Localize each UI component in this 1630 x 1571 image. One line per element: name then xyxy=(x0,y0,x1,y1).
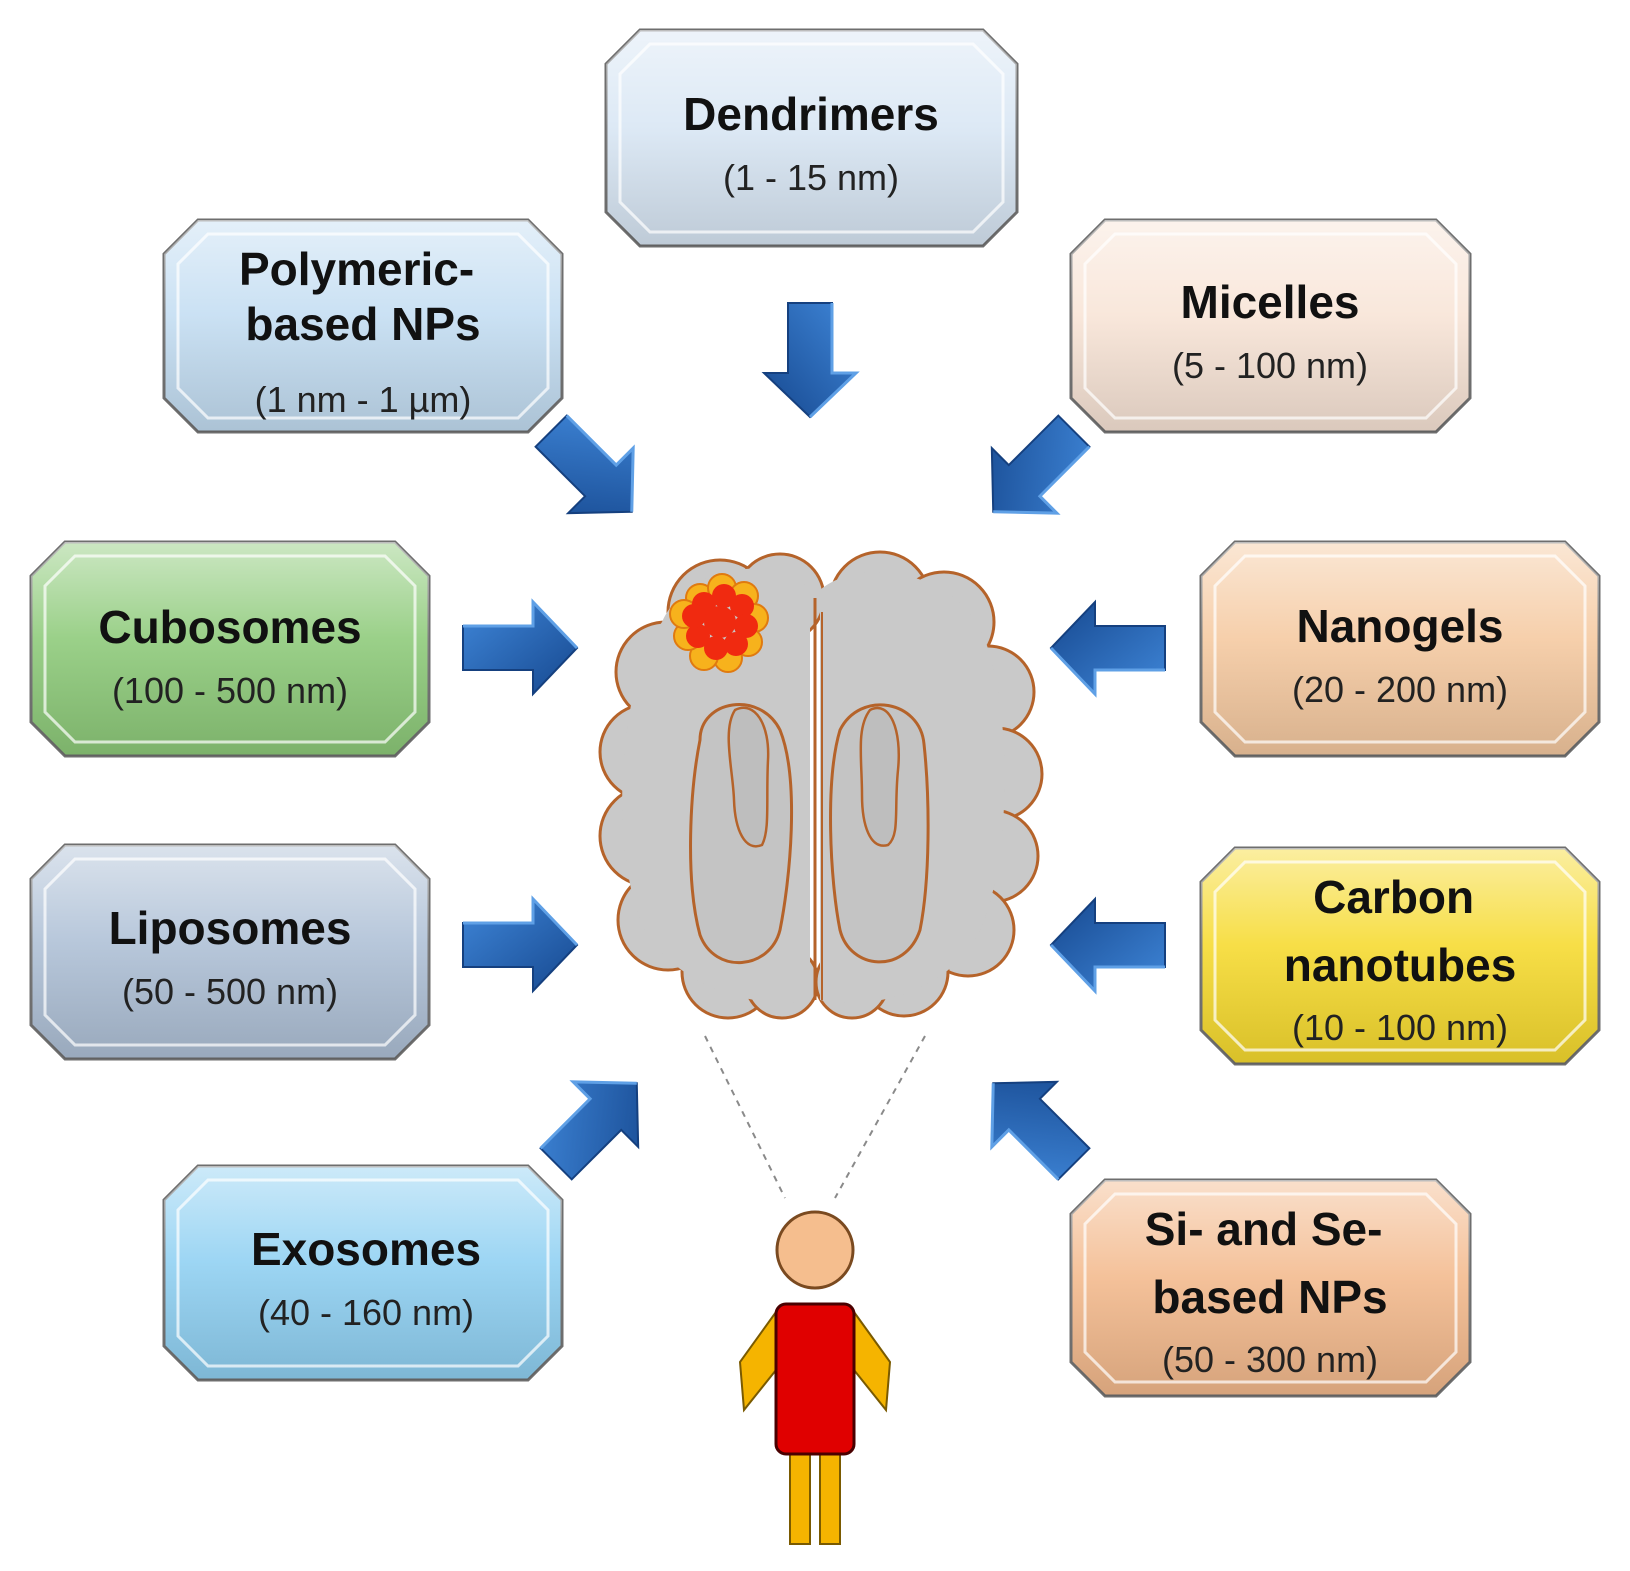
box-polymeric-title-line-1: Polymeric- xyxy=(239,243,474,295)
arrow-icon xyxy=(539,1080,640,1181)
box-liposomes-size: (50 - 500 nm) xyxy=(122,971,338,1012)
box-cubosomes-size: (100 - 500 nm) xyxy=(112,670,348,711)
box-liposomes: Liposomes (50 - 500 nm) xyxy=(29,843,431,1061)
box-cubosomes-title-line-1: Cubosomes xyxy=(98,601,361,653)
arrow-icon xyxy=(534,414,635,515)
box-carbon: Carbon nanotubes (10 - 100 nm) xyxy=(1199,846,1601,1066)
box-sise: Si- and Se- based NPs (50 - 300 nm) xyxy=(1069,1178,1472,1398)
arrow-icon xyxy=(990,1080,1091,1181)
box-sise-size: (50 - 300 nm) xyxy=(1162,1339,1378,1380)
box-polymeric-title-line-2: based NPs xyxy=(245,298,480,350)
box-micelles-title: Micelles xyxy=(1181,276,1360,328)
box-exosomes-title: Exosomes xyxy=(251,1223,481,1275)
box-micelles-title-line-1: Micelles xyxy=(1181,276,1360,328)
box-carbon-title-line-2: nanotubes xyxy=(1284,939,1517,991)
sight-line-right xyxy=(834,1035,926,1199)
box-polymeric-size: (1 nm - 1 µm) xyxy=(255,379,472,420)
box-dendrimers-title-line-1: Dendrimers xyxy=(683,88,939,140)
box-carbon-title: Carbon nanotubes xyxy=(1284,871,1517,991)
arrow-icon xyxy=(462,598,579,697)
arrow-icon xyxy=(1049,896,1166,995)
box-carbon-title-line-1: Carbon xyxy=(1313,871,1474,923)
arrow-icon xyxy=(1049,599,1166,698)
arrow-icon xyxy=(761,302,860,419)
arrow-icon xyxy=(990,414,1091,515)
box-micelles: Micelles (5 - 100 nm) xyxy=(1069,218,1472,434)
box-dendrimers: Dendrimers (1 - 15 nm) xyxy=(604,28,1019,248)
sight-line-left xyxy=(704,1035,786,1199)
box-dendrimers-title: Dendrimers xyxy=(683,88,939,140)
arrows xyxy=(462,302,1166,1181)
box-sise-title-line-2: based NPs xyxy=(1152,1271,1387,1323)
box-nanogels: Nanogels (20 - 200 nm) xyxy=(1199,540,1601,758)
box-exosomes: Exosomes (40 - 160 nm) xyxy=(162,1164,564,1382)
box-dendrimers-size: (1 - 15 nm) xyxy=(723,157,899,198)
box-carbon-size: (10 - 100 nm) xyxy=(1292,1007,1508,1048)
box-sise-title-line-1: Si- and Se- xyxy=(1145,1203,1383,1255)
brain-icon xyxy=(598,550,1044,1020)
box-nanogels-title: Nanogels xyxy=(1296,600,1503,652)
box-sise-title: Si- and Se- based NPs xyxy=(1145,1203,1396,1323)
tumor-icon xyxy=(669,573,769,673)
box-cubosomes-title: Cubosomes xyxy=(98,601,361,653)
box-nanogels-title-line-1: Nanogels xyxy=(1296,600,1503,652)
box-liposomes-title-line-1: Liposomes xyxy=(109,902,352,954)
box-nanogels-size: (20 - 200 nm) xyxy=(1292,669,1508,710)
box-cubosomes: Cubosomes (100 - 500 nm) xyxy=(29,540,431,758)
box-micelles-size: (5 - 100 nm) xyxy=(1172,345,1368,386)
box-polymeric-title: Polymeric- based NPs xyxy=(239,243,487,350)
box-exosomes-size: (40 - 160 nm) xyxy=(258,1292,474,1333)
arrow-icon xyxy=(462,895,579,994)
box-exosomes-title-line-1: Exosomes xyxy=(251,1223,481,1275)
box-polymeric: Polymeric- based NPs (1 nm - 1 µm) xyxy=(162,218,564,434)
person-icon xyxy=(738,1210,892,1545)
box-liposomes-title: Liposomes xyxy=(109,902,352,954)
